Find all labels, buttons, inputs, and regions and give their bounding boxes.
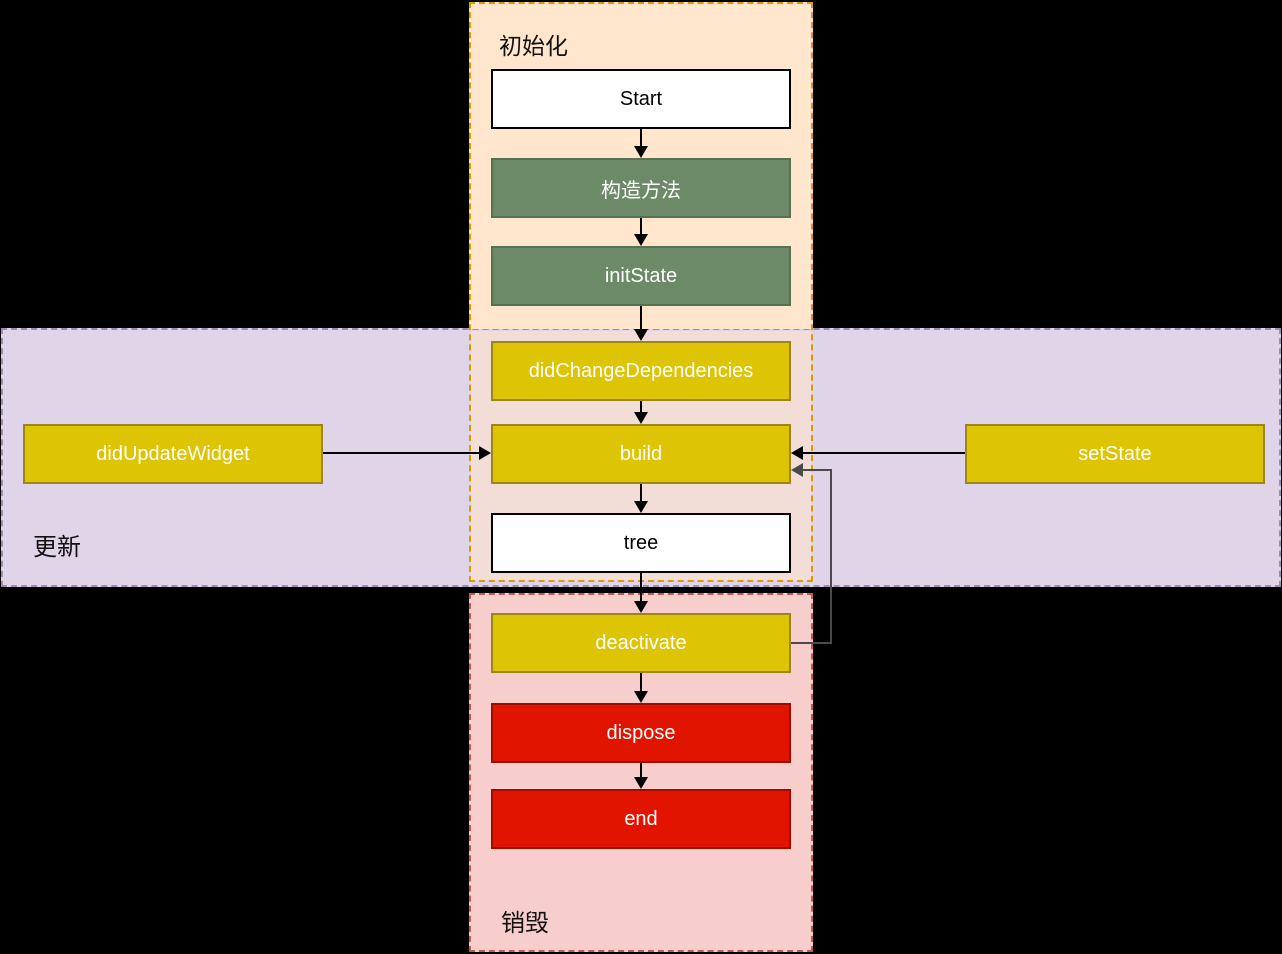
arrowhead-build-tree <box>634 501 648 513</box>
arrow-didupdatewidget-build <box>323 452 479 454</box>
node-build: build <box>491 424 791 484</box>
node-didchangedependencies: didChangeDependencies <box>491 341 791 401</box>
arrowhead-didupdatewidget-build <box>479 446 491 460</box>
feedback-line-vertical <box>830 469 832 644</box>
region-label-update: 更新 <box>33 534 81 561</box>
feedback-line-into-build <box>803 469 832 471</box>
arrow-dispose-end <box>640 763 642 778</box>
node-end: end <box>491 789 791 849</box>
arrow-dcd-build <box>640 401 642 414</box>
feedback-line-deactivate-out <box>791 642 832 644</box>
node-tree: tree <box>491 513 791 573</box>
arrowhead-deactivate-dispose <box>634 691 648 703</box>
node-start: Start <box>491 69 791 129</box>
arrow-setstate-build <box>803 452 965 454</box>
arrow-constructor-initstate <box>640 218 642 235</box>
arrowhead-setstate-build <box>791 446 803 460</box>
arrowhead-constructor-initstate <box>634 234 648 246</box>
arrowhead-dispose-end <box>634 777 648 789</box>
arrowhead-dcd-build <box>634 412 648 424</box>
node-constructor: 构造方法 <box>491 158 791 218</box>
arrow-tree-deactivate <box>640 573 642 602</box>
arrowhead-initstate-dcd <box>634 329 648 341</box>
arrow-initstate-dcd <box>640 306 642 330</box>
arrow-build-tree <box>640 484 642 502</box>
node-didupdatewidget: didUpdateWidget <box>23 424 323 484</box>
arrowhead-start-constructor <box>634 146 648 158</box>
arrow-start-constructor <box>640 129 642 147</box>
node-dispose: dispose <box>491 703 791 763</box>
node-deactivate: deactivate <box>491 613 791 673</box>
node-setstate: setState <box>965 424 1265 484</box>
feedback-arrowhead-build <box>791 463 803 477</box>
node-initstate: initState <box>491 246 791 306</box>
region-label-destroy: 销毁 <box>501 910 549 937</box>
arrow-deactivate-dispose <box>640 673 642 692</box>
region-label-init: 初始化 <box>499 33 568 59</box>
arrowhead-tree-deactivate <box>634 601 648 613</box>
